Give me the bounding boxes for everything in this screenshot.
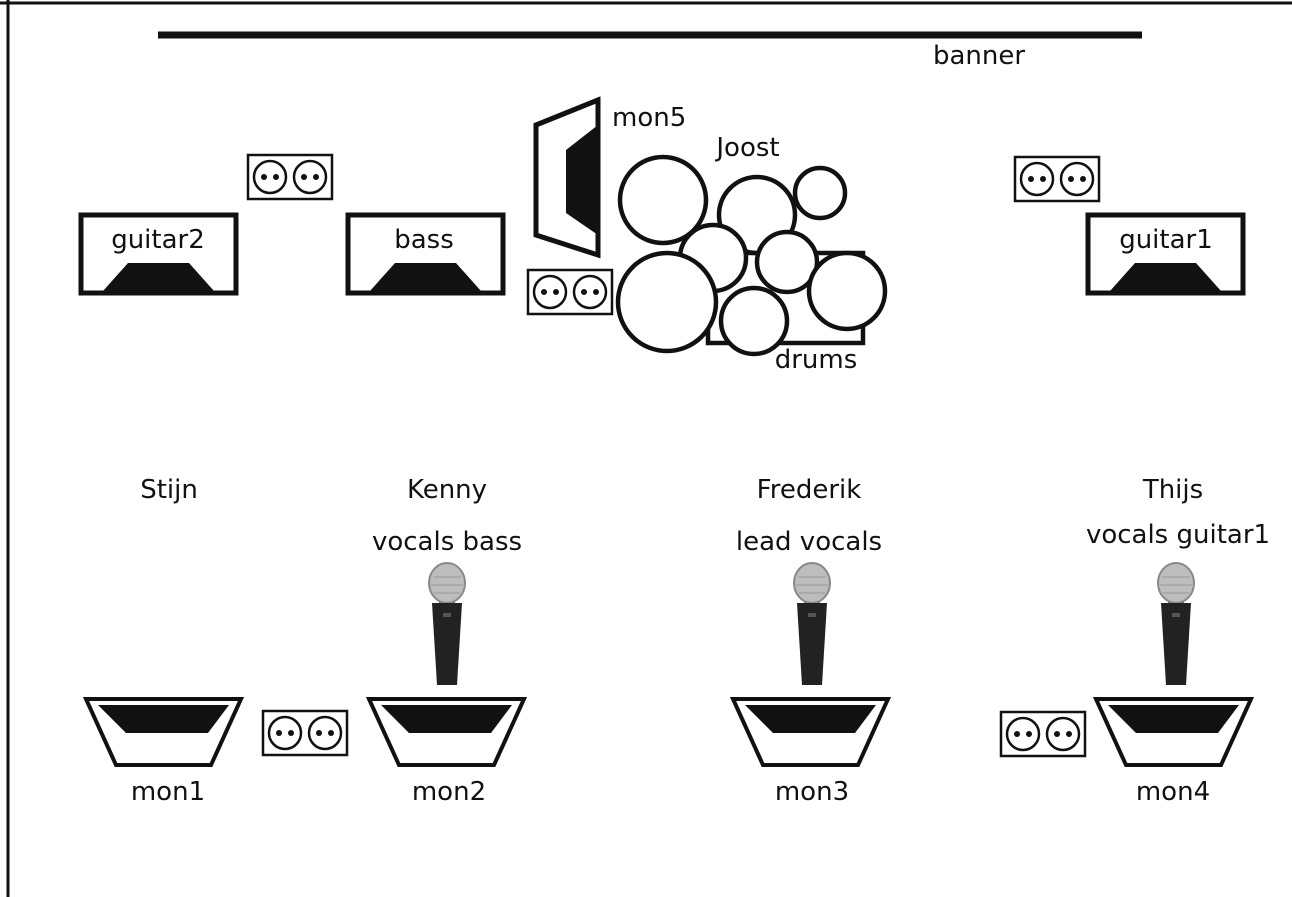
mon3-wedge — [731, 697, 890, 767]
drum-kit — [615, 154, 888, 357]
microphone-icon — [793, 562, 831, 686]
mon2-label: mon2 — [412, 777, 486, 807]
thijs-label: Thijs — [1142, 475, 1203, 505]
guitar1-amp-label: guitar1 — [1119, 225, 1213, 255]
mon5-label: mon5 — [612, 103, 686, 133]
guitar2-amp-label: guitar2 — [111, 225, 205, 255]
drums-label: drums — [775, 345, 858, 375]
power-outlet-icon — [1013, 155, 1101, 203]
joost-label: Joost — [714, 133, 779, 163]
mon3-label: mon3 — [775, 777, 849, 807]
power-outlet-icon — [526, 268, 614, 316]
mon4-wedge — [1094, 697, 1253, 767]
power-outlet-icon — [261, 709, 349, 757]
microphone-icon — [428, 562, 466, 686]
power-outlet-icon — [999, 710, 1087, 758]
kenny-role-label: vocals bass — [372, 527, 522, 557]
mon1-wedge — [84, 697, 243, 767]
frederik-label: Frederik — [757, 475, 862, 505]
mon4-label: mon4 — [1136, 777, 1210, 807]
mon1-label: mon1 — [131, 777, 205, 807]
kenny-label: Kenny — [407, 475, 487, 505]
mon2-wedge — [367, 697, 526, 767]
thijs-role-label: vocals guitar1 — [1086, 520, 1270, 550]
microphone-icon — [1157, 562, 1195, 686]
banner-label: banner — [933, 41, 1025, 71]
power-outlet-icon — [246, 153, 334, 201]
frederik-role-label: lead vocals — [736, 527, 882, 557]
stijn-label: Stijn — [140, 475, 198, 505]
bass-amp-label: bass — [394, 225, 454, 255]
mon5-monitor — [533, 96, 601, 259]
